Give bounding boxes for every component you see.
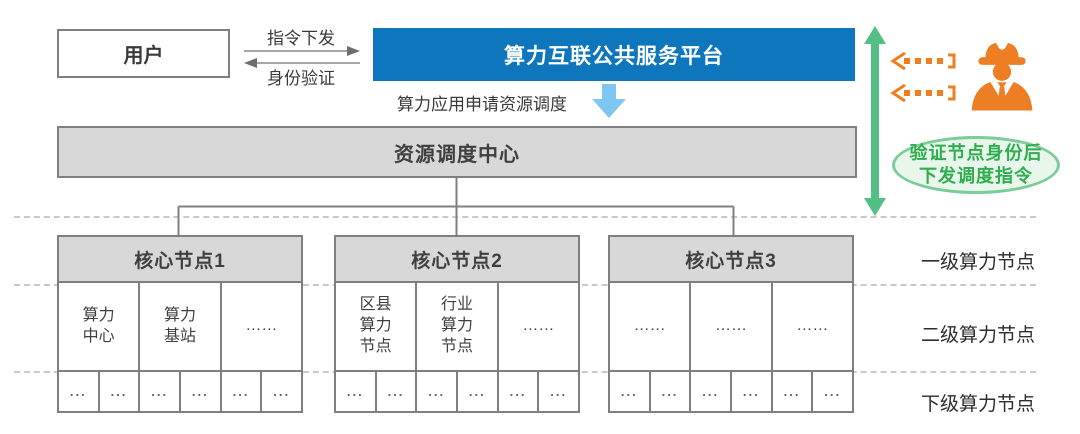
child-node: 算力 中心 [59,283,141,370]
core-node-2-subnodes: ... ... ... ... ... ... [336,372,578,411]
subnode-cell: ... [417,372,459,411]
verify-note-text: 验证节点身份后 下发调度指令 [909,142,1043,186]
child-node: 行业 算力 节点 [417,283,499,370]
subnode-cell: ... [59,372,100,411]
core-node-3-title: 核心节点3 [610,237,852,283]
level-1-label: 一级算力节点 [920,252,1035,273]
subnode-cell: ... [100,372,141,411]
subnode-cell: ... [824,384,842,399]
child-node: …… [522,317,555,335]
resource-dispatch-label: 算力应用申请资源调度 [397,95,567,114]
subnode-cell: ... [550,384,568,399]
orange-dashed-arrow-icon [890,83,956,103]
child-node: 区县 算力 节点 [336,283,418,370]
core-node-1-title: 核心节点1 [59,237,301,283]
child-node: …… [796,317,829,335]
user-label: 用户 [123,45,164,67]
command-issue-label: 指令下发 [267,29,335,48]
core-node-3: 核心节点3 …… …… …… ... ... ... ... ... ... [608,235,854,413]
subnode-cell: ... [377,372,418,411]
core-node-3-children: …… …… …… [610,283,852,372]
scheduler-label: 资源调度中心 [394,143,520,166]
scheduler-box: 资源调度中心 [57,126,857,178]
down-arrow-icon [592,84,626,118]
child-node: 算力 基站 [140,283,222,370]
core-node-2-children: 区县 算力 节点 行业 算力 节点 …… [336,283,578,372]
left-arrow-icon [244,58,257,68]
subnode-cell: ... [458,372,499,411]
subnode-cell: ... [773,372,814,411]
core-node-1-subnodes: ... ... ... ... ... ... [59,372,301,411]
green-double-arrow-icon [864,26,886,216]
subnode-cell: ... [181,372,222,411]
level-3-label: 下级算力节点 [920,394,1035,415]
user-box: 用户 [57,29,230,78]
subnode-cell: ... [499,372,540,411]
verify-note-ellipse: 验证节点身份后 下发调度指令 [892,136,1060,194]
core-node-2-title: 核心节点2 [336,237,578,283]
subnode-cell: ... [222,372,263,411]
subnode-cell: ... [732,372,773,411]
subnode-cell: ... [273,384,291,399]
platform-label: 算力互联公共服务平台 [504,44,724,68]
child-node: …… [691,283,773,370]
subnode-cell: ... [691,372,733,411]
level-divider-top [14,216,1036,218]
right-arrow-icon [347,46,360,56]
bidirectional-arrows [244,46,360,68]
platform-box: 算力互联公共服务平台 [373,28,855,81]
spy-icon [971,42,1033,111]
core-node-2: 核心节点2 区县 算力 节点 行业 算力 节点 …… ... ... ... .… [334,235,580,413]
child-node: …… [610,283,692,370]
child-node: …… [245,317,278,335]
subnode-cell: ... [140,372,182,411]
core-node-1-children: 算力 中心 算力 基站 …… [59,283,301,372]
subnode-cell: ... [651,372,692,411]
core-node-3-subnodes: ... ... ... ... ... ... [610,372,852,411]
subnode-cell: ... [336,372,377,411]
identity-verify-label: 身份验证 [267,69,335,88]
subnode-cell: ... [610,372,651,411]
orange-dashed-arrow-icon [890,51,956,71]
level-2-label: 二级算力节点 [920,325,1035,346]
core-node-1: 核心节点1 算力 中心 算力 基站 …… ... ... ... ... ...… [57,235,303,413]
